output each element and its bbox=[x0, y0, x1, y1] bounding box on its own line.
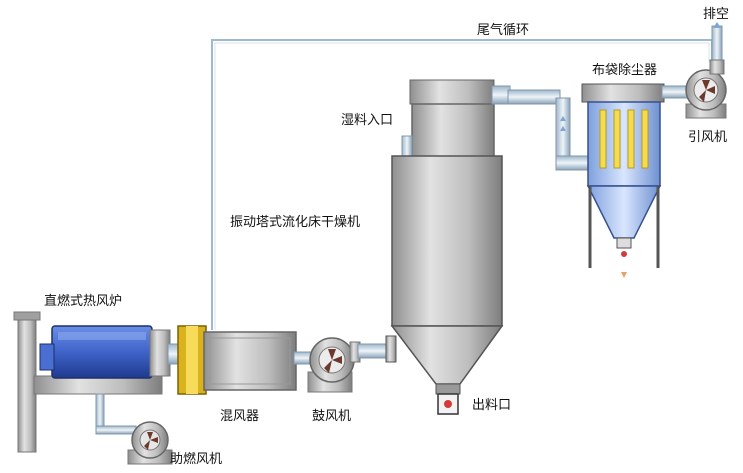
label-hot-air-furnace: 直燃式热风炉 bbox=[44, 293, 122, 309]
label-dryer: 振动塔式流化床干燥机 bbox=[230, 215, 360, 230]
dryer-tower bbox=[385, 79, 511, 415]
mixer bbox=[177, 325, 297, 395]
label-combustion-fan: 助燃风机 bbox=[170, 451, 222, 467]
induced-fan bbox=[685, 59, 727, 119]
filter-bag bbox=[613, 109, 621, 169]
label-vent: 排空 bbox=[703, 7, 729, 22]
label-outlet: 出料口 bbox=[472, 398, 511, 413]
label-wet-inlet: 湿料入口 bbox=[341, 113, 393, 128]
pipe-dryer-filter-h1 bbox=[507, 89, 561, 105]
blower-fan bbox=[307, 337, 361, 393]
bag-filter bbox=[581, 83, 665, 278]
vent-arrow bbox=[713, 22, 721, 28]
filter-bag bbox=[627, 109, 635, 169]
exhaust-recycle-line-inner bbox=[214, 42, 710, 330]
label-mixer: 混风器 bbox=[220, 409, 259, 424]
label-exhaust-recycle: 尾气循环 bbox=[477, 22, 529, 38]
combustion-fan bbox=[127, 421, 173, 465]
hot-air-furnace bbox=[13, 311, 171, 453]
pipe-dryer-filter-h2 bbox=[555, 155, 589, 171]
label-bag-filter: 布袋除尘器 bbox=[592, 63, 657, 78]
label-blower: 鼓风机 bbox=[312, 409, 351, 424]
furnace-stack bbox=[17, 311, 37, 453]
filter-bag bbox=[599, 109, 607, 169]
filter-bag bbox=[641, 109, 649, 169]
label-induced-fan: 引风机 bbox=[688, 130, 727, 145]
